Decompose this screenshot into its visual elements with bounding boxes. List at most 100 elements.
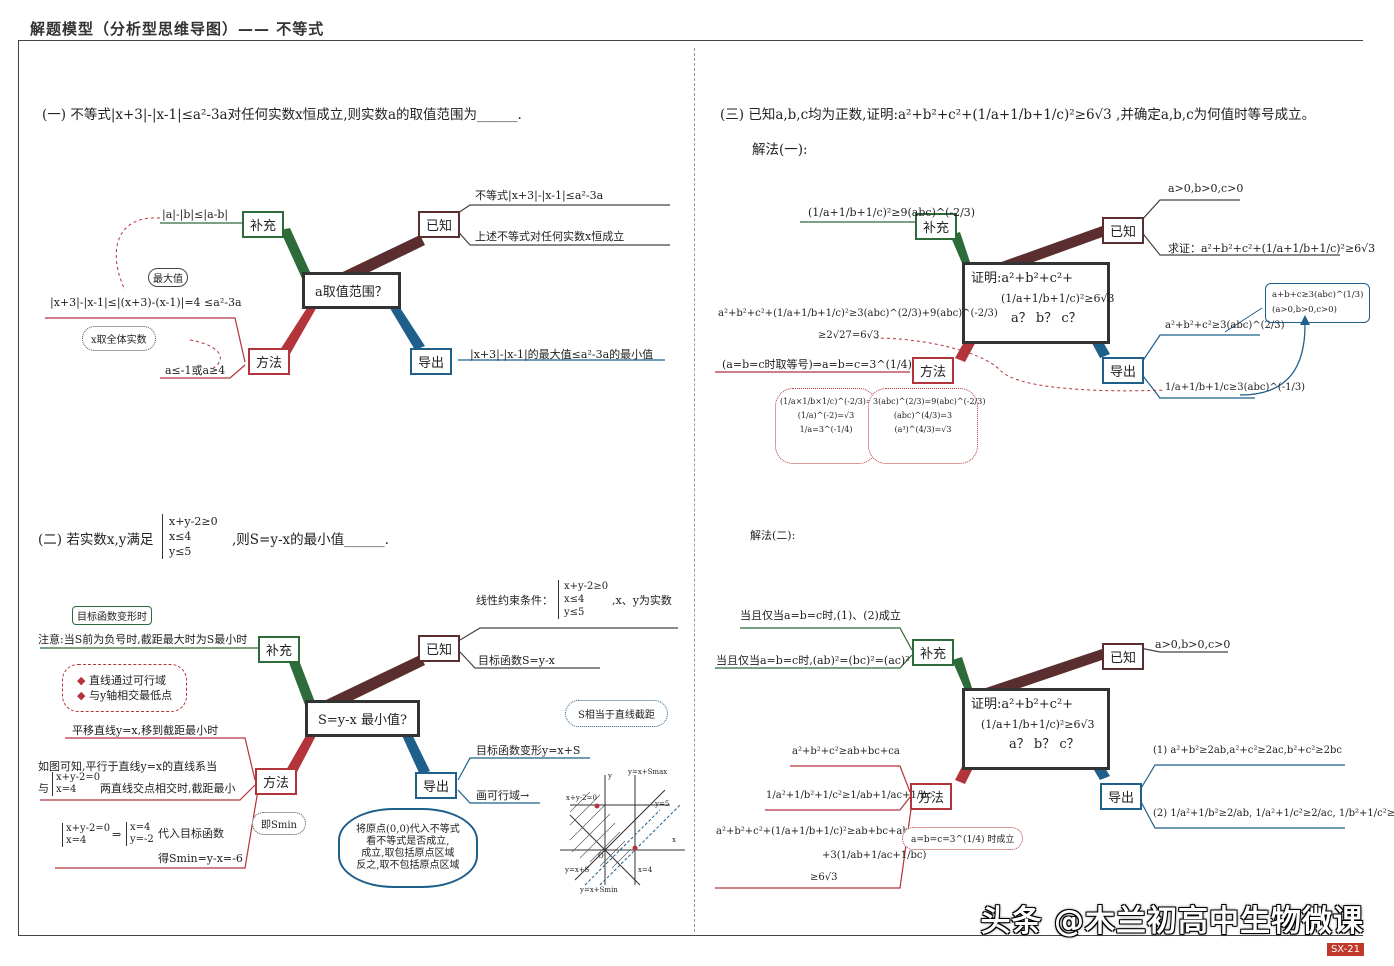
p2-method-4sys: x+y-2=0 x=4 xyxy=(62,823,110,847)
p4-method-2: 1/a²+1/b²+1/c²≥1/ab+1/ac+1/bc xyxy=(766,790,933,801)
p2-star-note: 将原点(0,0)代入不等式 看不等式是否成立, 成立,取包括原点区域 反之,取不… xyxy=(338,808,478,888)
p4-method-3: a²+b²+c²+(1/a+1/b+1/c)²≥ab+bc+ab xyxy=(716,826,909,837)
p2-method-3a: 与 xyxy=(38,782,49,795)
watermark: 头条 @木兰初高中生物微课 xyxy=(980,904,1364,939)
p4-supp-node: 补充 xyxy=(912,639,955,666)
p4-derive-1: (1) a²+b²≥2ab,a²+c²≥2ac,b²+c²≥2bc xyxy=(1153,745,1342,756)
graph-label-y5: y=5 xyxy=(655,800,670,808)
p3-cloud-right: 3(abc)^(2/3)=9(abc)^(-2/3) (abc)^(4/3)=3… xyxy=(868,388,985,464)
p2-known-1: 线性约束条件： xyxy=(476,594,553,607)
p2-question-tail: ,则S=y-x的最小值______. xyxy=(232,532,389,548)
p2-supp-1: 注意:当S前为负号时,截距最大时为S最小时 xyxy=(38,633,248,646)
p2-cloud-smin: 即Smin xyxy=(252,812,306,835)
graph-label-o: O xyxy=(598,852,604,860)
page-number: SX-21 xyxy=(1326,943,1364,956)
p2-branch-supp xyxy=(285,650,315,705)
p3-derive-2: 1/a+1/b+1/c≥3(abc)^(-1/3) xyxy=(1165,382,1306,393)
p3-known-1: a>0,b>0,c>0 xyxy=(1168,182,1244,195)
p2-method-2: 如图可知,平行于直线y=x的直线系当 xyxy=(38,760,218,773)
p2-supp-node: 补充 xyxy=(258,636,301,663)
p3-box-amgm: a+b+c≥3(abc)^(1/3) (a>0,b>0,c>0) xyxy=(1265,283,1371,323)
p1-cloud-x: x取全体实数 xyxy=(82,326,156,351)
p2-method-1: 平移直线y=x,移到截距最小时 xyxy=(72,724,219,737)
p2-known-sys: x+y-2≥0 x≤4 y≤5 xyxy=(558,580,608,619)
p3-derive-node: 导出 xyxy=(1102,357,1145,384)
p1-center-node: a取值范围？ xyxy=(302,272,401,309)
p1-line-k1 xyxy=(454,204,670,216)
page-frame xyxy=(18,40,1363,936)
p1-branch-supp xyxy=(280,228,315,285)
p4-method-5: ≥6√3 xyxy=(810,872,838,883)
p3-derive-1: a²+b²+c²≥3(abc)^(2/3) xyxy=(1165,320,1285,331)
p2-method-node: 方法 xyxy=(255,768,298,795)
p2-known-1-tail: ,x、y为实数 xyxy=(612,594,672,607)
p2-sys-2: x≤4 xyxy=(169,530,192,543)
p4-known-1: a>0,b>0,c>0 xyxy=(1155,638,1231,651)
p4-derive-node: 导出 xyxy=(1100,783,1143,810)
p1-derive-node: 导出 xyxy=(410,348,453,375)
p4-supp-1: 当且仅当a=b=c时,(1)、(2)成立 xyxy=(740,609,901,622)
p2-branch-method xyxy=(285,725,320,776)
p2-star-2: 与y轴相交最低点 xyxy=(88,689,173,702)
p4-derive-2: (2) 1/a²+1/b²≥2/ab, 1/a²+1/c²≥2/ac, 1/b²… xyxy=(1153,808,1394,819)
p4-center-node: 证明:a²+b²+c²+ (1/a+1/b+1/c)²≥6√3 a？ b？ c？ xyxy=(962,688,1110,770)
p2-cloud-s: S相当于直线截距 xyxy=(565,700,668,727)
p1-bubble-max: 最大值 xyxy=(148,268,188,287)
p2-method-3b: 两直线交点相交时,截距最小 xyxy=(100,782,236,795)
p2-bubble-obj: 目标函数变形时 xyxy=(72,606,152,625)
p3-supp-1: (1/a+1/b+1/c)²≥9(abc)^(-2/3) xyxy=(808,206,976,219)
p1-line-m2 xyxy=(160,364,246,379)
graph-label-smax: y=x+Smax xyxy=(628,768,668,776)
p1-method-1: |x+3|-|x-1|≤|(x+3)-(x-1)|=4 ≤a²-3a xyxy=(50,296,242,309)
p2-sys-1: x+y-2≥0 xyxy=(169,515,218,528)
p2-method-5: 得Smin=y-x=-6 xyxy=(158,852,243,865)
p3-cloud-left: (1/a×1/b×1/c)^(-2/3)=√3 (1/a)^(-2)=√3 1/… xyxy=(775,388,883,464)
p4-known-node: 已知 xyxy=(1102,643,1145,670)
p2-star-1: 直线通过可行域 xyxy=(88,674,166,687)
p1-dashed-2 xyxy=(189,339,221,371)
p2-method-3sys: x+y-2=0 x=4 xyxy=(52,772,100,796)
p4-cloud: a=b=c=3^(1/4) 时成立 xyxy=(902,827,1024,850)
graph-label-y: y xyxy=(608,772,612,780)
p1-method-2: a≤-1或a≥4 xyxy=(165,364,226,377)
graph-label-yxs: y=x+S xyxy=(565,866,590,874)
p3-method-node: 方法 xyxy=(912,357,955,384)
p4-method-4: +3(1/ab+1/ac+1/bc) xyxy=(822,850,927,861)
p2-derive-1: 目标函数变形y=x+S xyxy=(476,744,581,757)
fold-divider xyxy=(694,48,695,932)
p1-known-1: 不等式|x+3|-|x-1|≤a²-3a xyxy=(475,189,604,202)
p3-method-3: (a=b=c时取等号)⇒a=b=c=3^(1/4) xyxy=(722,358,912,371)
p3-center-node: 证明:a²+b²+c²+ (1/a+1/b+1/c)²≥6√3 a？ b？ c？ xyxy=(962,262,1115,344)
p1-known-node: 已知 xyxy=(418,211,461,238)
p2-system: x+y-2≥0 x≤4 y≤5 xyxy=(162,514,218,559)
feasible-region-graph xyxy=(560,775,685,886)
p3-method-1: a²+b²+c²+(1/a+1/b+1/c)²≥3(abc)^(2/3)+9(a… xyxy=(718,308,998,319)
graph-label-x4: x=4 xyxy=(638,866,653,874)
p2-known-2: 目标函数S=y-x xyxy=(478,654,555,667)
p2-question: (二) 若实数x,y满足 xyxy=(38,532,154,548)
p1-derive-1: |x+3|-|x-1|的最大值≤a²-3a的最小值 xyxy=(470,348,654,361)
p1-dashed-1 xyxy=(115,217,161,291)
p1-question: (一) 不等式|x+3|-|x-1|≤a²-3a对任何实数x恒成立,则实数a的取… xyxy=(42,107,522,123)
p1-branch-method xyxy=(280,300,318,354)
p1-supp-node: 补充 xyxy=(242,211,285,238)
p3-sol1: 解法(一): xyxy=(752,142,808,158)
p4-method-node: 方法 xyxy=(910,783,953,810)
p4-sol2: 解法(二): xyxy=(750,529,796,542)
p1-known-2: 上述不等式对任何实数x恒成立 xyxy=(475,230,625,243)
page-title: 解题模型（分析型思维导图）—— 不等式 xyxy=(30,20,325,38)
graph-label-smin: y=x+Smin xyxy=(580,886,618,894)
graph-label-x: x xyxy=(672,836,676,844)
p1-branch-derive xyxy=(385,300,425,350)
graph-label-line1: x+y-2=0 xyxy=(566,794,597,802)
p1-supp-1: |a|-|b|≤|a-b| xyxy=(162,208,229,221)
p2-method-4res: x=4 y=-2 xyxy=(126,822,154,846)
p2-sys-3: y≤5 xyxy=(169,545,192,558)
p2-derive-2: 画可行域→ xyxy=(476,789,530,802)
p2-method-4tail: 代入目标函数 xyxy=(158,827,224,840)
p2-star-box: ◆ 直线通过可行域 ◆ 与y轴相交最低点 xyxy=(62,664,188,712)
p1-method-node: 方法 xyxy=(248,348,291,375)
p3-known-2: 求证：a²+b²+c²+(1/a+1/b+1/c)²≥6√3 xyxy=(1168,242,1376,255)
p3-known-node: 已知 xyxy=(1102,217,1145,244)
